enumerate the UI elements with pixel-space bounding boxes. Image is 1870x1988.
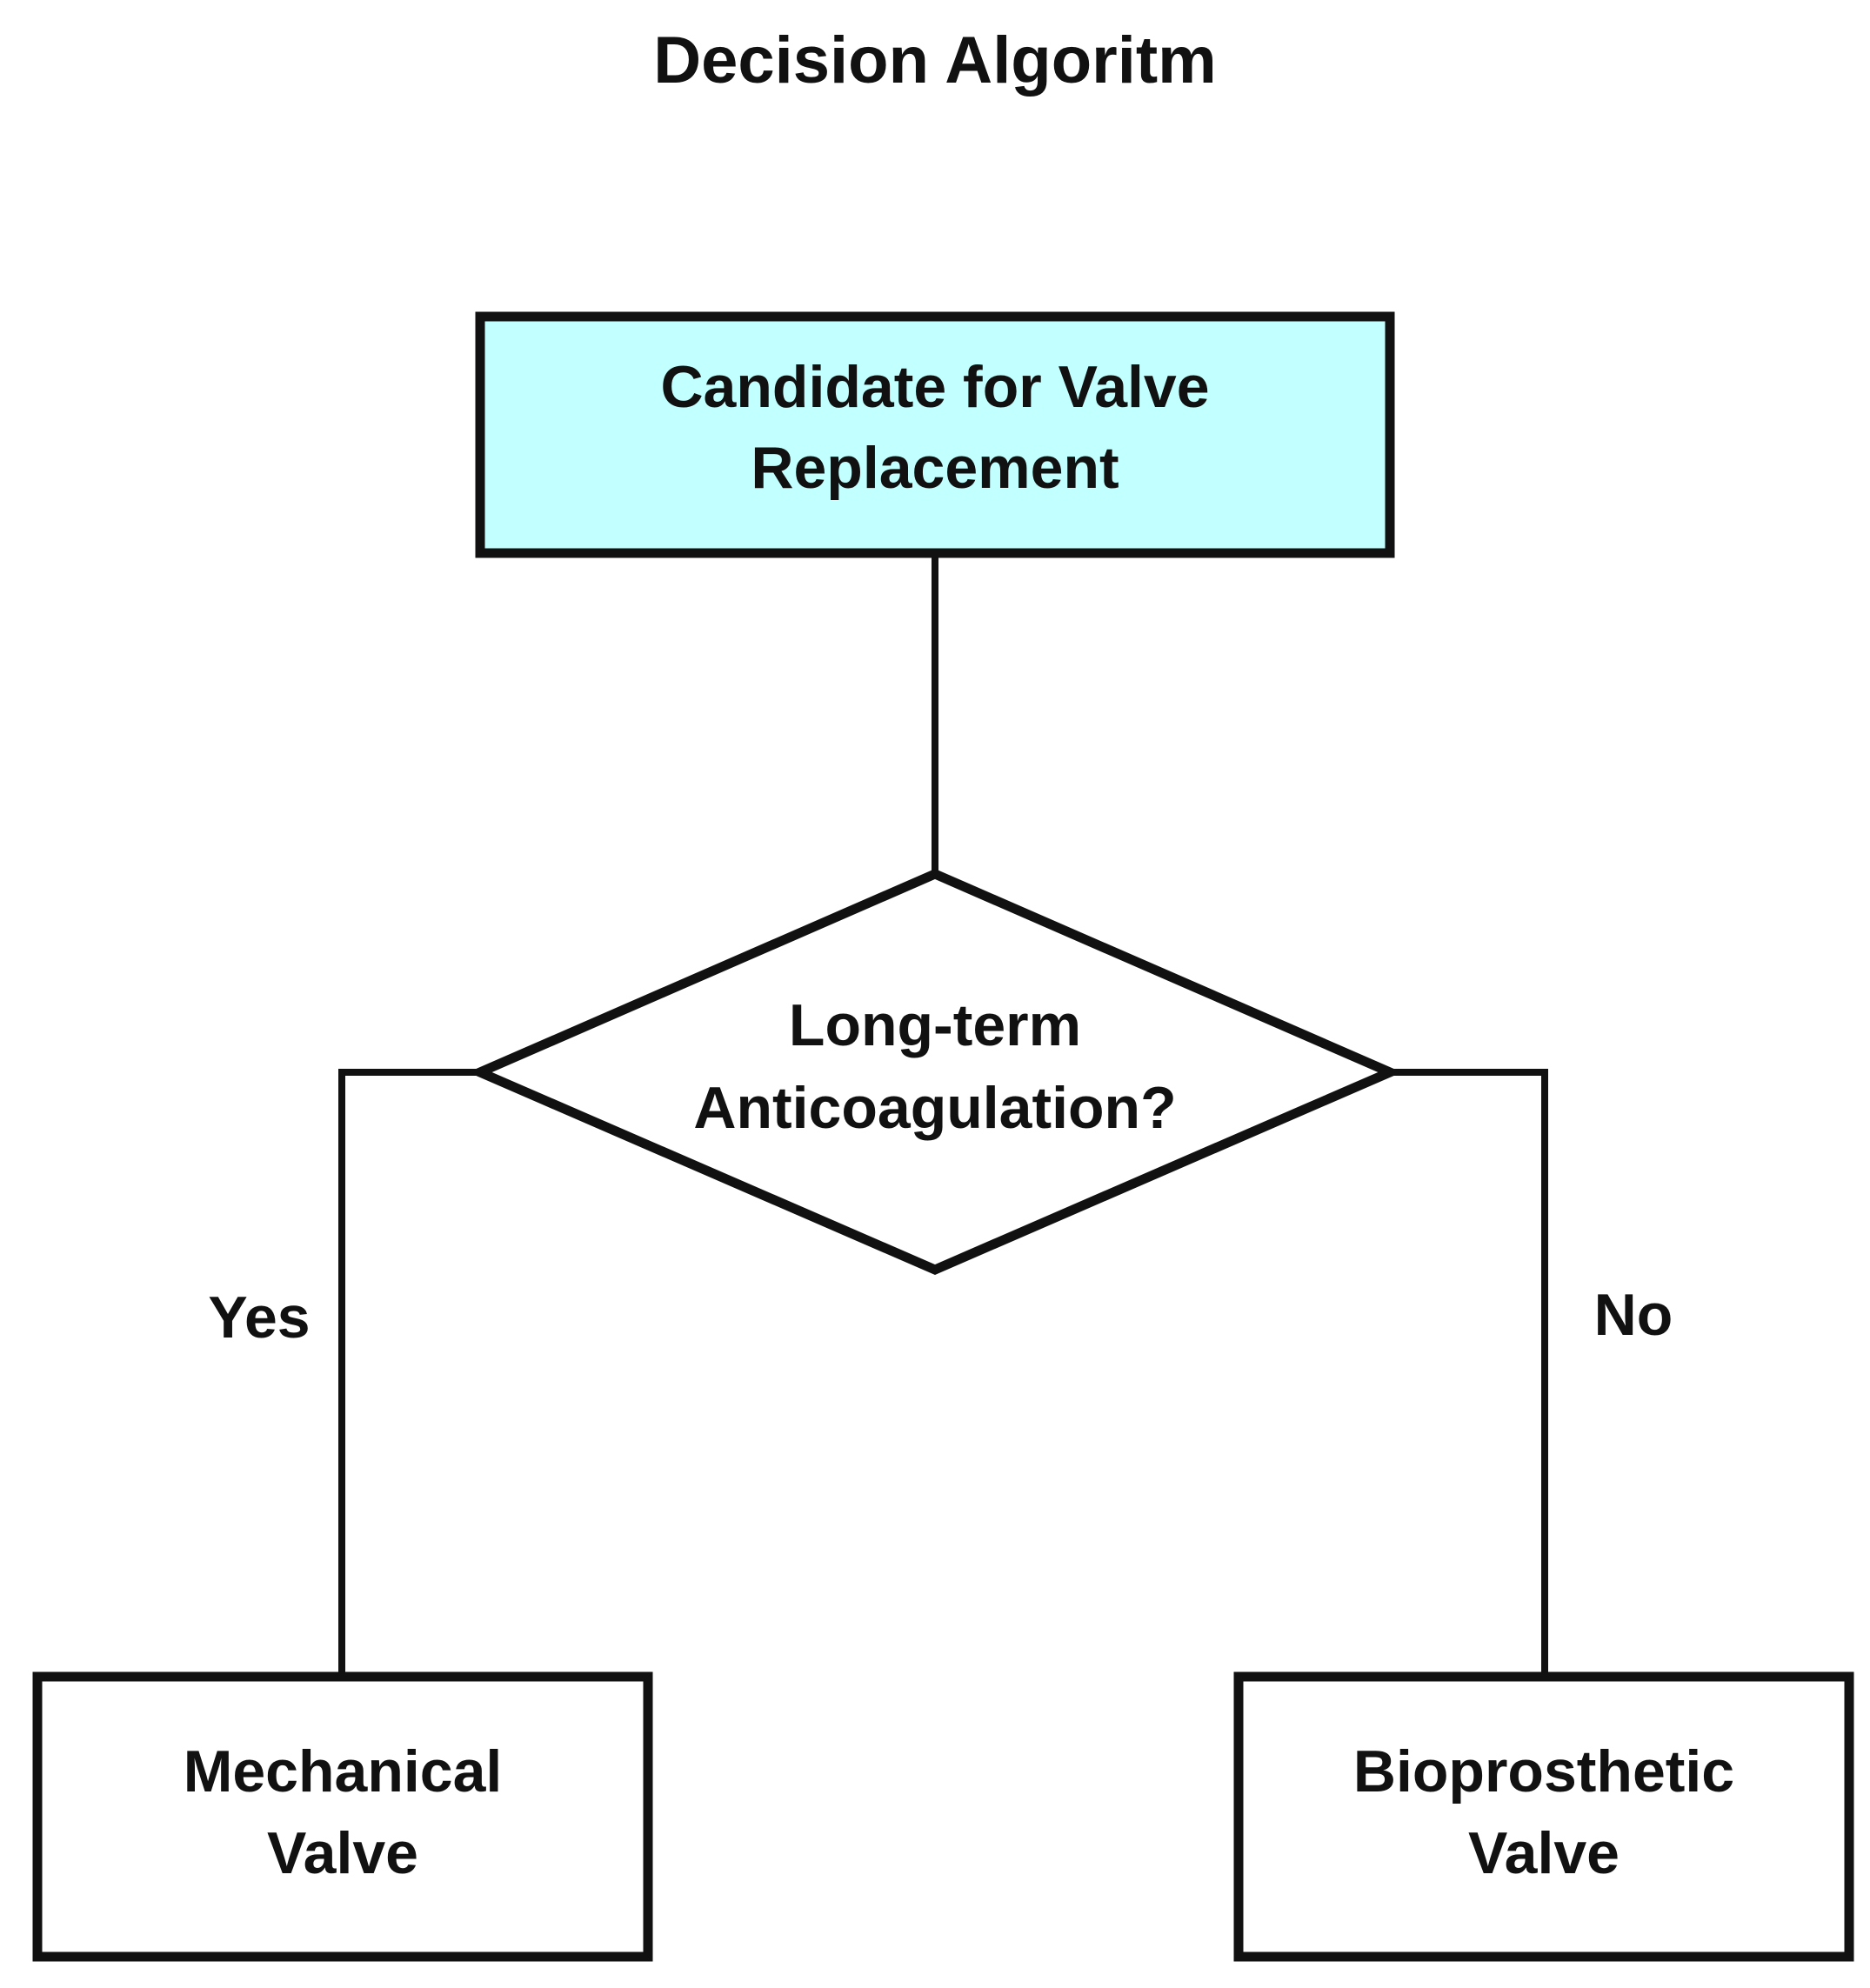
connector-decision-to-bioprosthetic: [1390, 1069, 1548, 1677]
mechanical-label-line-2: Valve: [267, 1820, 418, 1886]
node-decision: Long-term Anticoagulation?: [468, 869, 1402, 1275]
node-start: Candidate for Valve Replacement: [475, 311, 1395, 558]
start-label-line-2: Replacement: [751, 435, 1119, 501]
node-bioprosthetic: Bioprosthetic Valve: [1233, 1671, 1854, 1962]
decision-label-line-1: Long-term: [789, 992, 1081, 1058]
edge-label-no: No: [1594, 1282, 1673, 1348]
connector-decision-to-mechanical: [338, 1069, 480, 1677]
bioprosthetic-label-line-1: Bioprosthetic: [1353, 1738, 1734, 1805]
bioprosthetic-label-line-2: Valve: [1468, 1820, 1620, 1886]
decision-diamond: [468, 869, 1402, 1275]
decision-label-line-2: Anticoagulation?: [693, 1075, 1176, 1141]
mechanical-box: [32, 1671, 653, 1962]
start-box: [475, 311, 1395, 558]
edge-label-yes: Yes: [208, 1284, 310, 1351]
node-mechanical: Mechanical Valve: [32, 1671, 653, 1962]
diagram-title: Decision Algoritm: [653, 23, 1216, 97]
start-label-line-1: Candidate for Valve: [660, 354, 1209, 420]
bioprosthetic-box: [1233, 1671, 1854, 1962]
mechanical-label-line-1: Mechanical: [184, 1738, 503, 1805]
